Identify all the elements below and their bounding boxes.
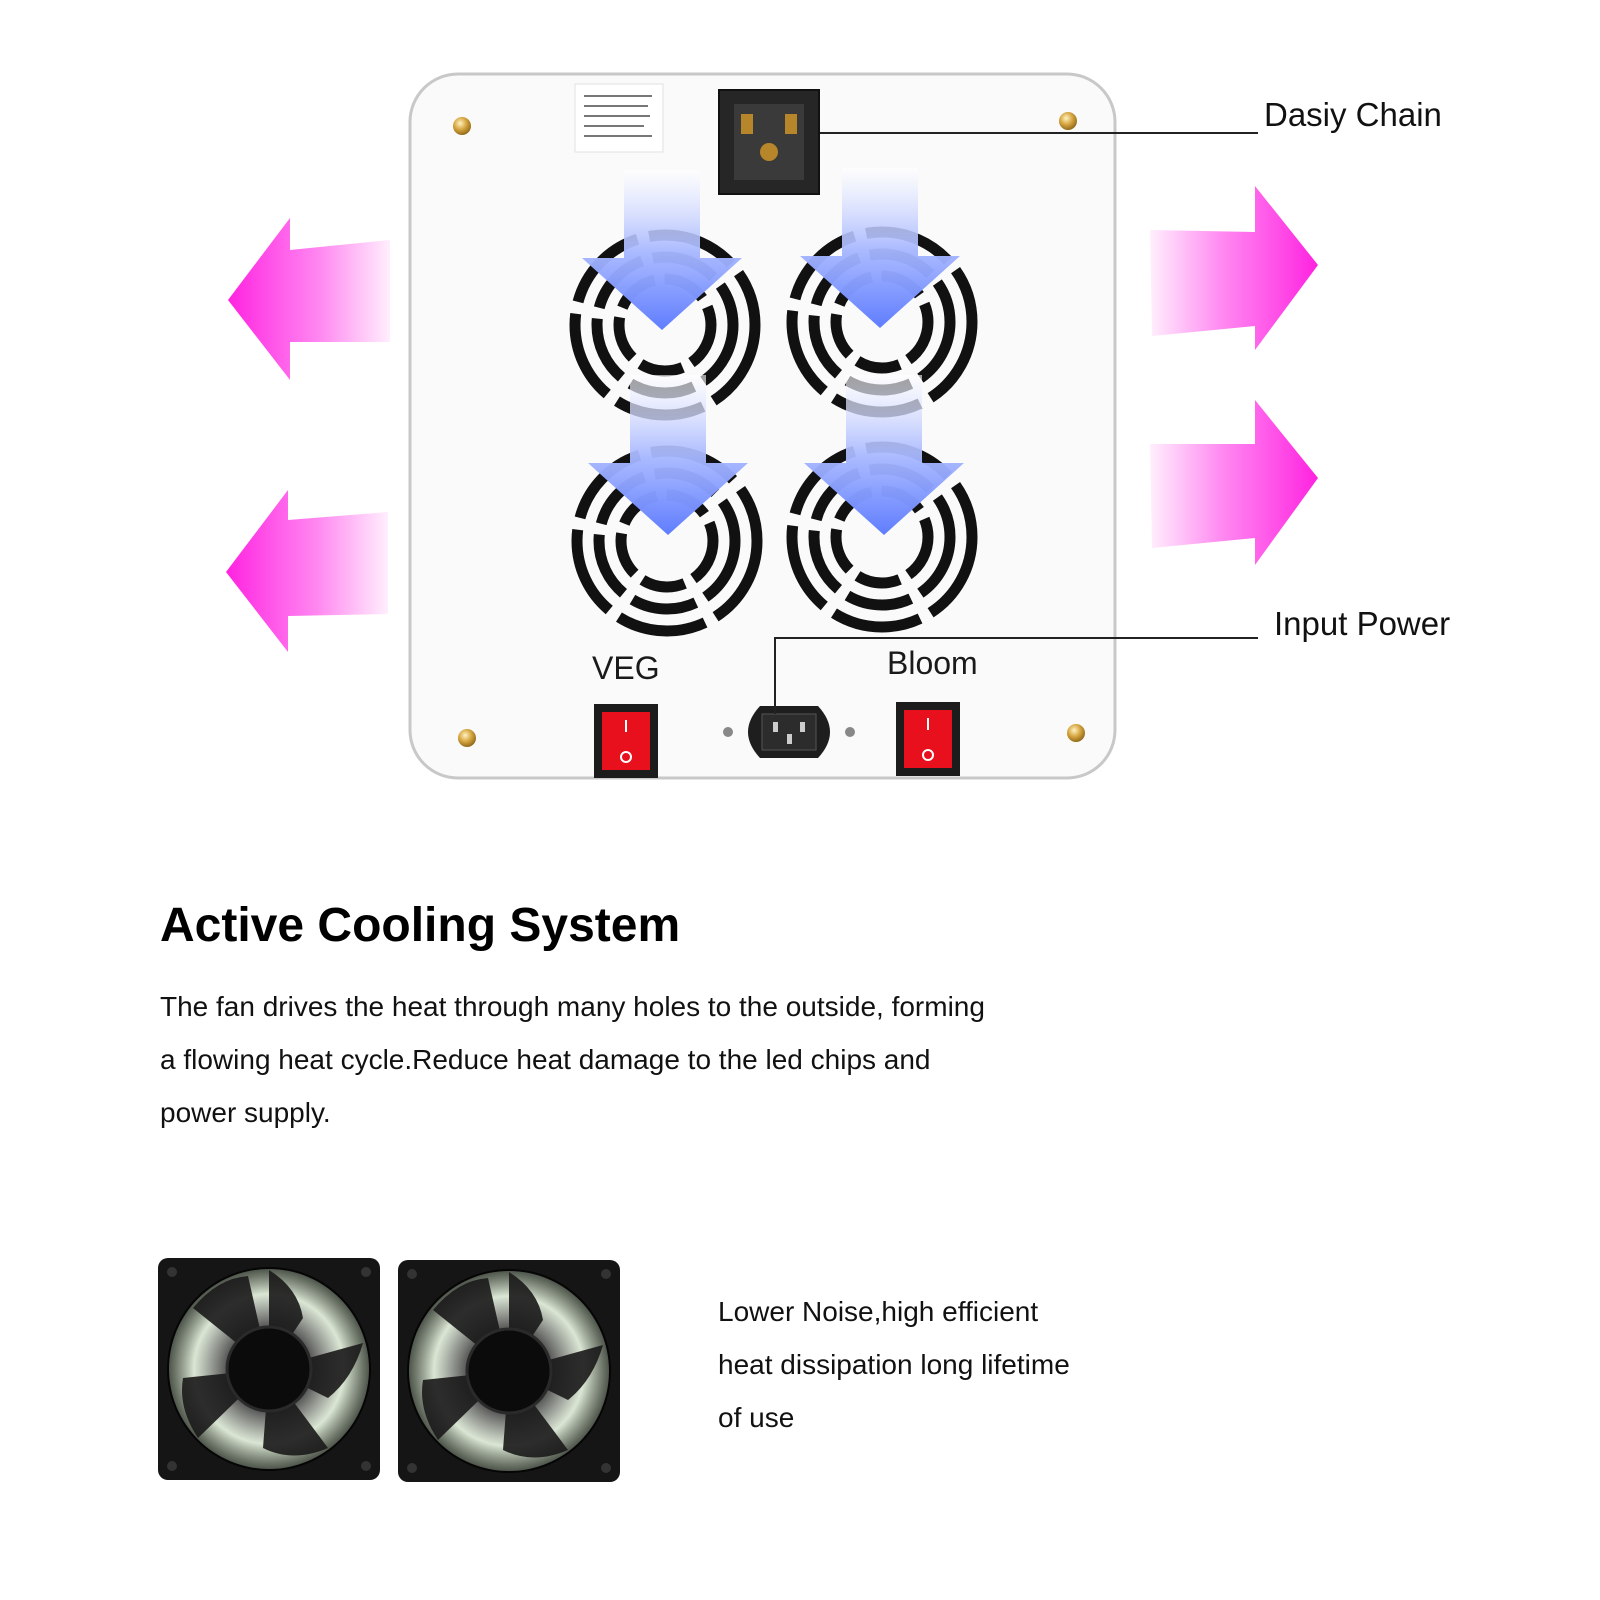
veg-switch[interactable] (594, 704, 658, 778)
spec-label (574, 83, 664, 153)
input-power-callout: Input Power (1274, 605, 1451, 642)
bloom-label: Bloom (887, 645, 978, 681)
screw (1059, 112, 1077, 130)
cooling-diagram (226, 72, 1318, 780)
cooling-fans-photo (158, 1256, 622, 1484)
cooling-fan (158, 1256, 382, 1482)
section-title: Active Cooling System (160, 899, 681, 952)
screw (1067, 724, 1085, 742)
screw (458, 729, 476, 747)
daisy-chain-callout: Dasiy Chain (1264, 96, 1442, 133)
power-inlet (723, 706, 855, 758)
fan-description: Lower Noise,high efficient heat dissipat… (718, 1296, 1070, 1433)
section-description: The fan drives the heat through many hol… (160, 991, 985, 1128)
exhaust-arrow-left (228, 218, 390, 380)
exhaust-arrow-right (1150, 186, 1318, 350)
exhaust-arrow-left (226, 490, 388, 652)
veg-label: VEG (592, 650, 660, 686)
input-power-leader (774, 637, 1258, 714)
bloom-switch[interactable] (896, 702, 960, 776)
exhaust-arrow-right (1150, 400, 1318, 565)
cooling-fan (396, 1258, 622, 1484)
screw (453, 117, 471, 135)
daisy-chain-outlet (718, 89, 820, 195)
